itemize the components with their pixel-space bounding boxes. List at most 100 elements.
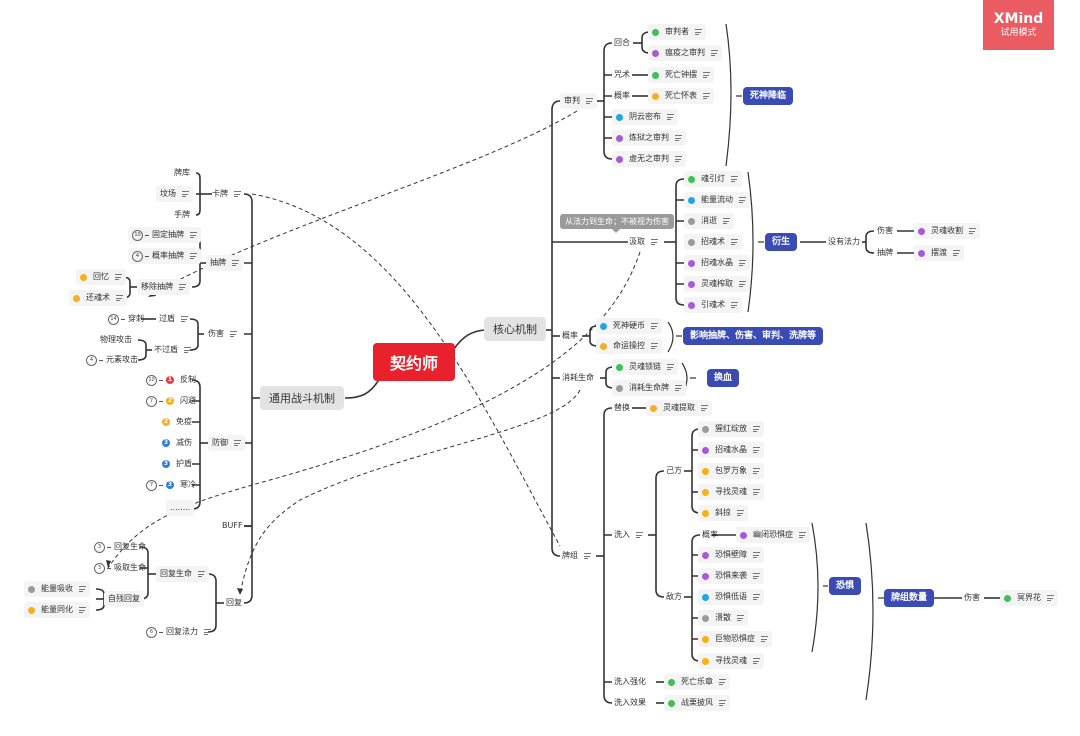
note-icon[interactable]: [232, 259, 239, 268]
note-icon[interactable]: [799, 531, 806, 540]
note-icon[interactable]: [198, 570, 205, 579]
note-icon[interactable]: [761, 635, 768, 644]
topic-void-judgment[interactable]: 虚无之审判: [612, 151, 686, 167]
note-icon[interactable]: [234, 439, 241, 448]
main-topic-core[interactable]: 核心机制: [484, 317, 546, 341]
topic-death-movement[interactable]: 死亡乐章: [664, 674, 730, 690]
note-icon[interactable]: [636, 531, 643, 540]
main-topic-general[interactable]: 通用战斗机制: [260, 386, 344, 410]
topic-death-watch[interactable]: 死亡怀表: [648, 88, 714, 104]
summary-death-arrives[interactable]: 死神降临: [743, 87, 794, 105]
note-icon[interactable]: [753, 657, 760, 666]
note-icon[interactable]: [182, 190, 189, 199]
note-icon[interactable]: [79, 585, 86, 594]
summary-deck-count[interactable]: 牌组数量: [884, 589, 935, 607]
topic-recall[interactable]: 回忆: [76, 269, 126, 285]
topic-soul-harvest[interactable]: 灵魂收割: [914, 223, 980, 239]
note-icon[interactable]: [719, 699, 726, 708]
note-icon[interactable]: [753, 551, 760, 560]
topic-draw[interactable]: 抽牌: [206, 255, 243, 271]
topic-defense[interactable]: 防御: [208, 435, 245, 451]
topic-curse[interactable]: 咒术: [612, 67, 632, 83]
topic-graveyard[interactable]: 坟场: [156, 186, 193, 202]
note-icon[interactable]: [230, 330, 237, 339]
topic-enemy-item[interactable]: 溃散: [698, 610, 748, 626]
note-icon[interactable]: [753, 446, 760, 455]
note-icon[interactable]: [651, 342, 658, 351]
topic-drain-item[interactable]: 能量流动: [684, 192, 750, 208]
note-icon[interactable]: [723, 217, 730, 226]
topic-energy-assimilate[interactable]: 能量同化: [24, 602, 90, 618]
topic-drain-item[interactable]: 引魂术: [684, 297, 742, 313]
topic-replace[interactable]: 替换: [612, 400, 632, 416]
topic-hand[interactable]: 手牌: [172, 207, 192, 223]
topic-enemy-item[interactable]: 寻找灵魂: [698, 653, 764, 669]
note-icon[interactable]: [739, 259, 746, 268]
summary-derive[interactable]: 衍生: [765, 233, 798, 251]
topic-drain[interactable]: 汲取: [627, 234, 660, 250]
note-icon[interactable]: [116, 294, 123, 303]
note-icon[interactable]: [675, 384, 682, 393]
topic-enemy-item[interactable]: 巨物恐惧症: [698, 631, 772, 647]
topic-consume-card[interactable]: 消耗生命牌: [612, 380, 686, 396]
topic-self-item[interactable]: 斜掠: [698, 505, 748, 521]
note-icon[interactable]: [675, 134, 682, 143]
topic-library[interactable]: 牌库: [172, 165, 192, 181]
topic-drain-item[interactable]: 招魂术: [684, 234, 742, 250]
topic-enemy-item[interactable]: 恐惧来袭: [698, 568, 764, 584]
topic-judge[interactable]: 审判者: [648, 24, 706, 40]
note-icon[interactable]: [667, 113, 674, 122]
note-icon[interactable]: [701, 404, 708, 413]
topic-soul-chain[interactable]: 灵魂锁链: [612, 359, 678, 375]
note-icon[interactable]: [731, 175, 738, 184]
note-icon[interactable]: [739, 196, 746, 205]
topic-recover-life[interactable]: 回复生命: [156, 566, 209, 582]
topic-dark-clouds[interactable]: 阴云密布: [612, 109, 678, 125]
topic-remove-draw[interactable]: 移除抽牌: [137, 279, 190, 295]
note-icon[interactable]: [731, 301, 738, 310]
note-icon[interactable]: [667, 363, 674, 372]
topic-shuffle-enhance[interactable]: 洗入强化: [612, 674, 648, 690]
topic-self-item[interactable]: 招魂水晶: [698, 442, 764, 458]
topic-enemy-item[interactable]: 恐惧低语: [698, 589, 764, 605]
topic-pierce-shield[interactable]: 过盾: [157, 311, 190, 327]
note-icon[interactable]: [79, 606, 86, 615]
topic-enemy-side[interactable]: 敌方: [664, 589, 684, 605]
note-icon[interactable]: [703, 92, 710, 101]
topic-card[interactable]: 卡牌: [210, 186, 243, 202]
topic-drain-item[interactable]: 消逝: [684, 213, 734, 229]
note-icon[interactable]: [953, 249, 960, 258]
topic-drain-item[interactable]: 招魂水晶: [684, 255, 750, 271]
note-icon[interactable]: [753, 488, 760, 497]
topic-ellipsis[interactable]: ........: [166, 500, 195, 516]
note-icon[interactable]: [737, 614, 744, 623]
topic-probability[interactable]: 概率: [560, 328, 580, 344]
note-icon[interactable]: [753, 572, 760, 581]
note-icon[interactable]: [703, 71, 710, 80]
topic-shuffle-effect[interactable]: 洗入效果: [612, 695, 648, 711]
note-icon[interactable]: [190, 231, 197, 240]
note-icon[interactable]: [719, 678, 726, 687]
topic-self-harm-recover[interactable]: 自残回复: [104, 591, 144, 607]
topic-deck[interactable]: 牌组: [560, 548, 593, 564]
topic-revive[interactable]: 还魂术: [69, 290, 127, 306]
topic-soul-extract[interactable]: 灵魂提取: [646, 400, 712, 416]
topic-self-item[interactable]: 猩红绽放: [698, 421, 764, 437]
topic-death-coin[interactable]: 死神硬币: [596, 318, 662, 334]
note-icon[interactable]: [234, 190, 241, 199]
topic-round[interactable]: 回合: [612, 35, 632, 51]
note-icon[interactable]: [190, 252, 197, 261]
note-icon[interactable]: [184, 346, 191, 355]
note-icon[interactable]: [711, 49, 718, 58]
topic-damage[interactable]: 伤害: [206, 326, 239, 342]
topic-drain-draw[interactable]: 抽牌: [875, 245, 895, 261]
